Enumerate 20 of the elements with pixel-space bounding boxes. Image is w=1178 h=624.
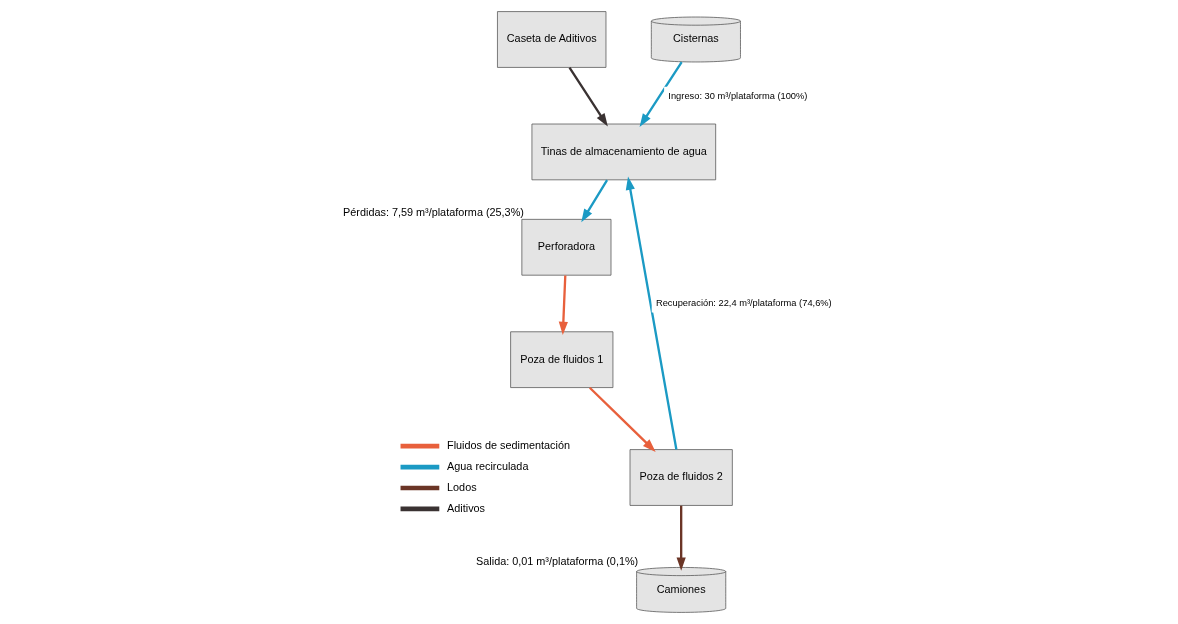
arrow [588, 386, 656, 452]
legend-label: Agua recirculada [446, 459, 528, 472]
node-box: Poza de fluidos 2 [629, 449, 733, 506]
arrow [580, 179, 608, 223]
node-box: Tinas de almacenamiento de agua [531, 123, 716, 181]
node-box: Perforadora [520, 218, 611, 276]
node-box: Caseta de Aditivos [496, 11, 606, 68]
arrow [568, 67, 608, 127]
legend-label: Lodos [446, 480, 477, 493]
arrow [639, 61, 683, 127]
node-label: Pérdidas: 7,59 m³/plataforma (25,3%) [342, 206, 524, 219]
edge-label: Ingreso: 30 m³/plataforma (100%) [667, 90, 807, 101]
arrow [676, 505, 686, 571]
edge-label: Recuperación: 22,4 m³/plataforma (74,6%) [655, 298, 832, 309]
legend-label: Fluidos de sedimentación [446, 438, 570, 451]
legend-label: Aditivos [446, 501, 485, 514]
arrow [625, 176, 677, 450]
arrow [558, 275, 568, 335]
node-box: Poza de fluidos 1 [509, 331, 613, 388]
node-label: Salida: 0,01 m³/plataforma (0,1%) [475, 554, 638, 567]
